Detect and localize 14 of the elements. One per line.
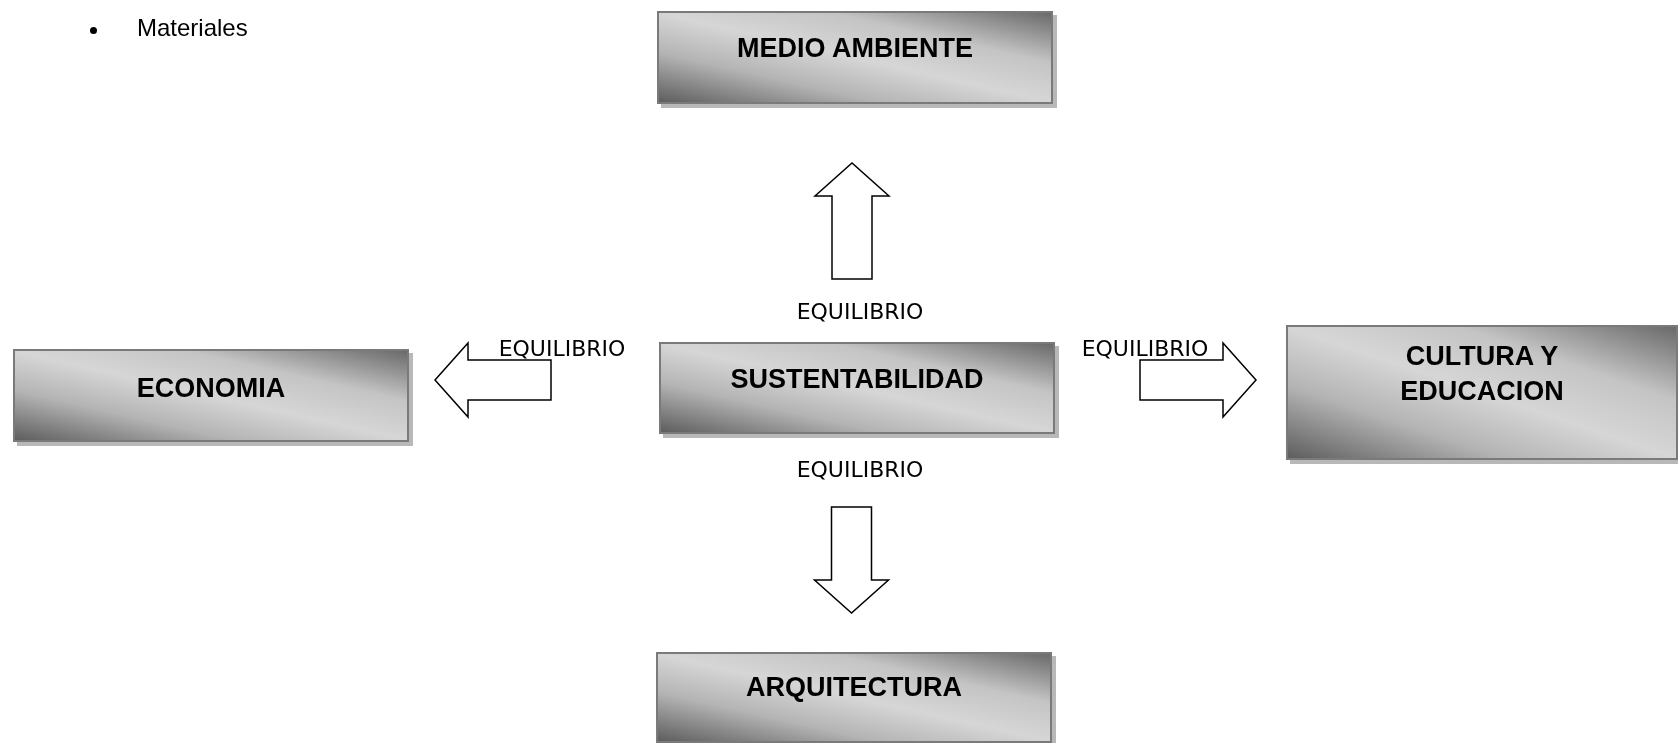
box-title: CULTURA Y EDUCACION — [1399, 340, 1565, 409]
edge-label: EQUILIBRIO — [1081, 335, 1209, 361]
edge-label: EQUILIBRIO — [796, 298, 924, 324]
block-arrow — [1139, 341, 1257, 419]
block-arrow — [434, 341, 552, 419]
box-title: ECONOMIA — [136, 372, 286, 405]
box-title: MEDIO AMBIENTE — [737, 32, 973, 65]
edge-label: EQUILIBRIO — [498, 335, 626, 361]
box-title: SUSTENTABILIDAD — [730, 363, 984, 396]
edge-label: EQUILIBRIO — [796, 456, 924, 482]
box-title: ARQUITECTURA — [746, 671, 962, 704]
block-arrow — [813, 162, 891, 280]
block-arrow — [812, 506, 891, 614]
list-item: Materiales — [137, 14, 248, 42]
